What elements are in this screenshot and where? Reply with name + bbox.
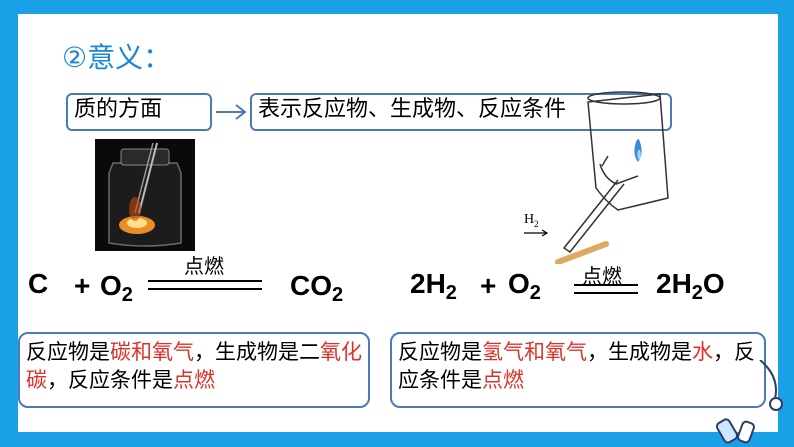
eq1-line-bottom (148, 288, 262, 290)
eq1-condition: 点燃 (184, 254, 224, 278)
quality-desc: 表示反应物、生成物、反应条件 (258, 97, 567, 122)
note-carbon: 反应物是碳和氧气，生成物是二氧化碳，反应条件是点燃 (18, 332, 370, 408)
eq2-line-bottom (574, 292, 638, 294)
eq1-reactant-o2: O2 (100, 270, 133, 306)
lab-glassware-decoration-icon (715, 360, 783, 444)
eq2-plus: + (480, 270, 497, 301)
arrow-right-icon (216, 104, 247, 120)
quality-desc-box: 表示反应物、生成物、反应条件 (250, 93, 672, 131)
note-hydrogen: 反应物是氢气和氧气，生成物是水，反应条件是点燃 (390, 332, 766, 408)
eq2-product: 2H2O (656, 268, 725, 304)
flow-arrow-icon (524, 229, 549, 237)
eq2-line-top (574, 284, 638, 286)
eq1-product: CO2 (290, 270, 344, 306)
eq2-reactant-h2: 2H2 (410, 268, 457, 304)
hydrogen-combustion-apparatus (555, 91, 669, 264)
quality-label-box: 质的方面 (66, 93, 212, 131)
eq1-line-top (148, 280, 262, 282)
eq1-reactant-c: C (28, 268, 49, 299)
section-title: ②意义： (62, 41, 172, 74)
jar-illustration (95, 139, 195, 251)
carbon-burning-photo (95, 139, 195, 251)
quality-label: 质的方面 (74, 97, 163, 122)
slide: ②意义： 质的方面 表示反应物、生成物、反应条件 (18, 14, 778, 432)
eq1-plus: + (74, 270, 91, 301)
h2-flow-label: H2 (524, 212, 550, 237)
eq2-reactant-o2: O2 (508, 268, 541, 304)
